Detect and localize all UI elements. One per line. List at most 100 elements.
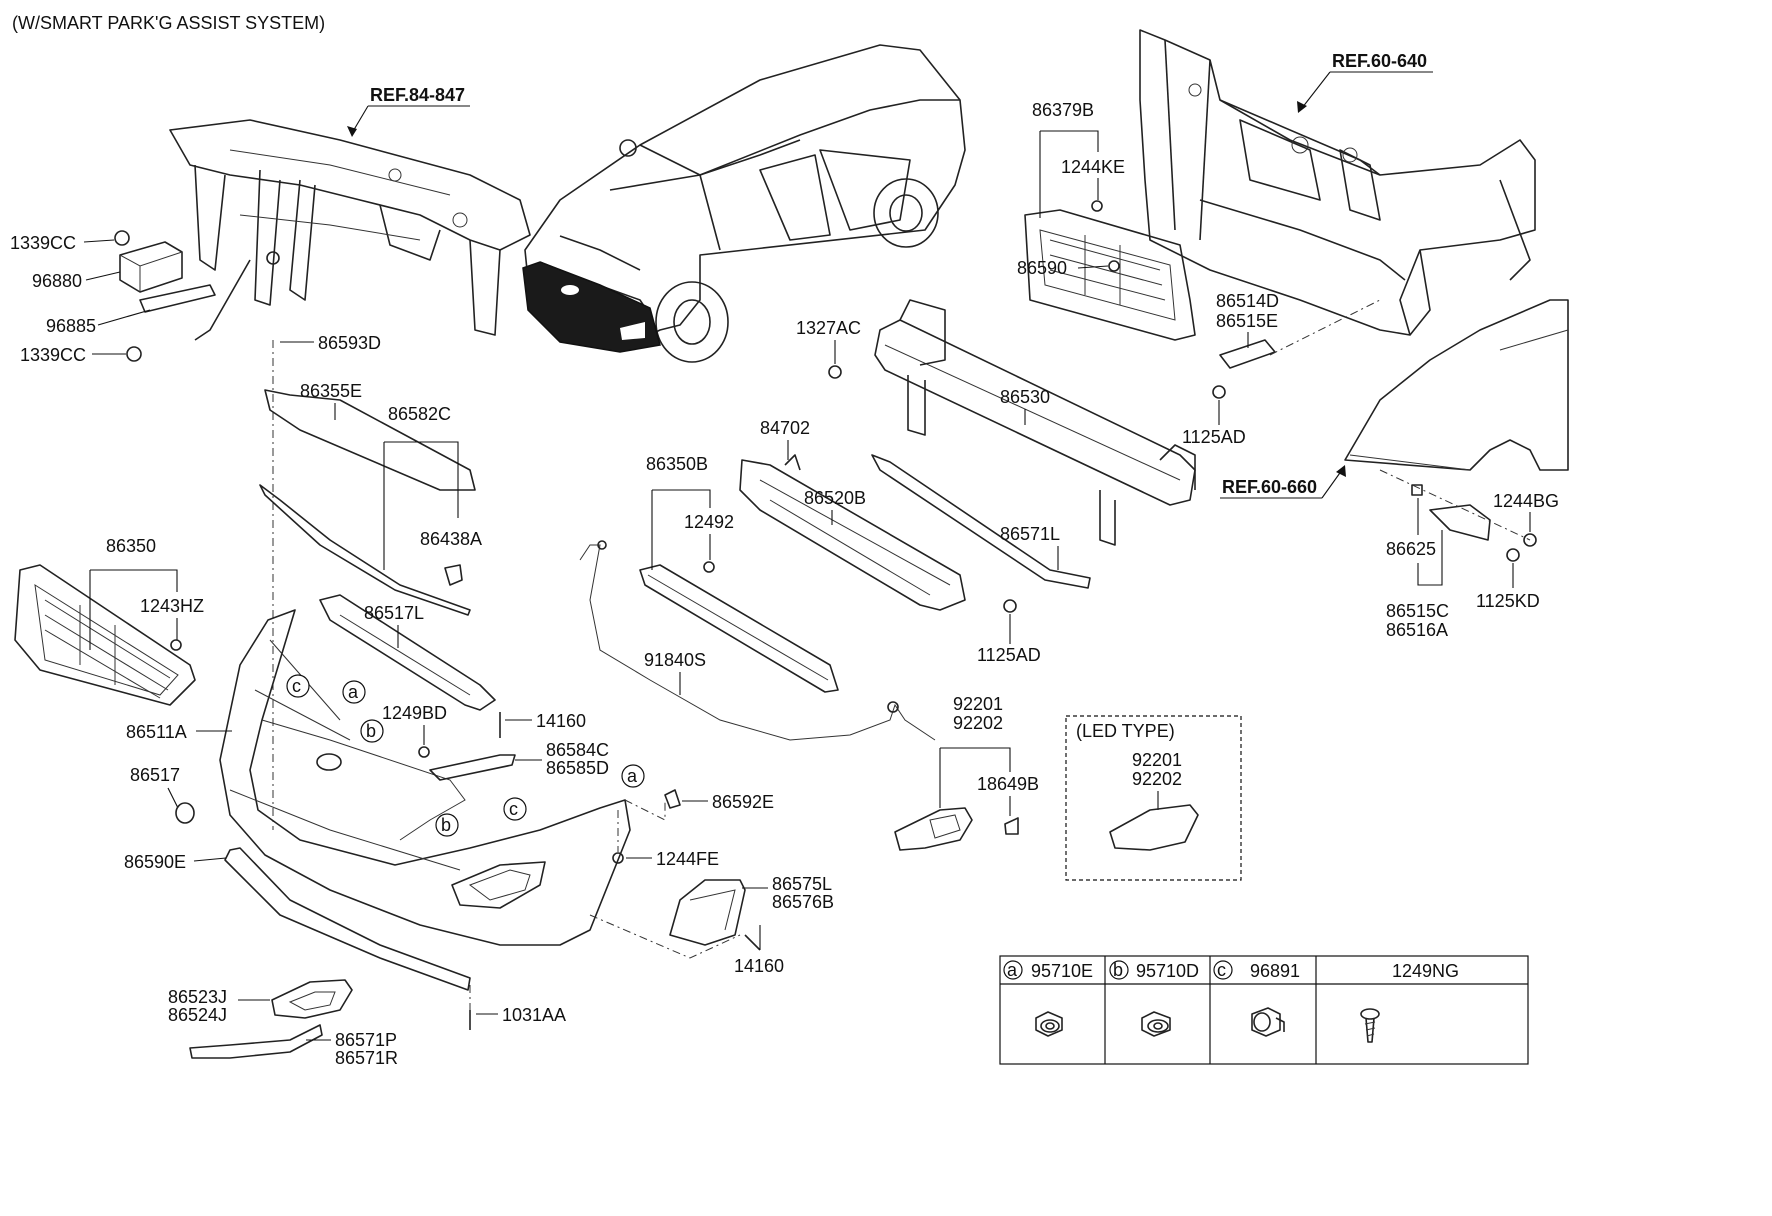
callout-c-2 [503,797,527,821]
led-type-box [1065,715,1242,881]
front-bumper-fascia [219,609,631,946]
vehicle-overview [522,44,966,363]
callout-c-1 [286,674,310,698]
clip-86438a [444,564,463,586]
label-18649b: 18649B [977,774,1039,794]
bolt-1125ad-center [1003,599,1017,613]
nut-1327ac [828,365,842,379]
lower-grille-86350b [639,561,839,693]
label-86590: 86590 [1017,258,1067,278]
callout-a-1 [342,680,366,704]
label-86571p: 86571P [335,1030,397,1050]
ref-60-640-label: REF.60-640 [1332,51,1427,71]
label-86355e: 86355E [300,381,362,401]
label-86511a: 86511A [126,722,187,742]
callout-b-2-text: b [441,815,451,835]
legend-b-circle [1109,960,1129,980]
callout-a-2 [621,764,645,788]
ref-60-660-label: REF.60-660 [1222,477,1317,497]
label-86582c: 86582C [388,404,451,424]
label-1339cc-top: 1339CC [10,233,76,253]
label-86523j: 86523J [168,987,227,1007]
callout-a-1-text: a [348,682,359,702]
fog-cover-86523j [271,979,353,1019]
park-assist-module-96880 [114,230,216,362]
front-fender [1344,299,1569,471]
callout-a-2-text: a [627,766,638,786]
label-1244bg: 1244BG [1493,491,1559,511]
legend-table: a 95710E b 95710D c 96891 1249NG [999,955,1529,1065]
label-86593d: 86593D [318,333,381,353]
legend-c-part: 96891 [1250,961,1300,981]
legend-d-part: 1249NG [1392,961,1459,981]
label-1249bd: 1249BD [382,703,447,723]
ref-84-847-label: REF.84-847 [370,85,465,105]
label-86520b: 86520B [804,488,866,508]
label-86516a: 86516A [1386,620,1448,640]
callout-b-1-text: b [366,721,376,741]
label-92202: 92202 [953,713,1003,733]
legend-b-part: 95710D [1136,961,1199,981]
legend-c-circle [1213,960,1233,980]
label-86514d: 86514D [1216,291,1279,311]
strip-86571l [871,454,1091,589]
bolt-1244bg [1523,533,1537,547]
label-1243hz: 1243HZ [140,596,204,616]
screw-1244fe [612,852,624,864]
label-86524j: 86524J [168,1005,227,1025]
sensor-95710e-icon [1035,1011,1063,1037]
emblem-86517 [175,802,195,824]
label-14160-bottom: 14160 [734,956,784,976]
label-1327ac: 1327AC [796,318,861,338]
label-86350: 86350 [106,536,156,556]
led-label-92202: 92202 [1132,769,1182,789]
callout-b-1 [360,719,384,743]
upper-cover-86355e [264,389,476,491]
label-1244ke: 1244KE [1061,157,1125,177]
header-note: (W/SMART PARK'G ASSIST SYSTEM) [12,13,325,33]
legend-a-part: 95710E [1031,961,1093,981]
label-86584c: 86584C [546,740,609,760]
wiring-harness-91840s [579,544,936,741]
bumper-beam-86530 [874,299,1196,546]
bracket-86515c [1429,504,1491,541]
label-96880: 96880 [32,271,82,291]
led-fog-lamp [1109,804,1199,851]
label-96885: 96885 [46,316,96,336]
strip-86582c [259,484,471,616]
bolt-1125ad-right [1212,385,1226,399]
sensor-bracket-96891-icon [1251,1007,1285,1037]
fog-lamp-92201 [894,807,1019,851]
bracket-86517l [319,594,496,711]
air-guide-86575l [669,879,746,946]
label-86590e: 86590E [124,852,186,872]
label-86517: 86517 [130,765,180,785]
screw-1249ng-icon [1360,1008,1380,1043]
label-86571l: 86571L [1000,524,1060,544]
clip-86625 [1411,484,1423,496]
callout-b-2 [435,813,459,837]
label-86625: 86625 [1386,539,1436,559]
legend-c-letter: c [1217,960,1226,980]
label-86592e: 86592E [712,792,774,812]
label-1125ad-center: 1125AD [977,645,1041,665]
strip-86571p [189,1024,323,1059]
label-86571r: 86571R [335,1048,398,1068]
energy-absorber-86520b [739,454,966,611]
bolt-1125kd [1506,548,1520,562]
radiator-grille-86350 [14,564,196,706]
callout-c-1-text: c [292,676,301,696]
cowl-crossmember-assembly [169,119,531,341]
label-91840s: 91840S [644,650,706,670]
label-86515e: 86515E [1216,311,1278,331]
legend-a-circle [1003,960,1023,980]
label-86517l: 86517L [364,603,424,623]
molding-86584c [429,754,516,781]
clip-86592e [664,789,681,809]
callout-c-2-text: c [509,799,518,819]
led-type-title: (LED TYPE) [1076,721,1175,741]
label-86530: 86530 [1000,387,1050,407]
grille-bracket-86379b [1024,200,1196,341]
